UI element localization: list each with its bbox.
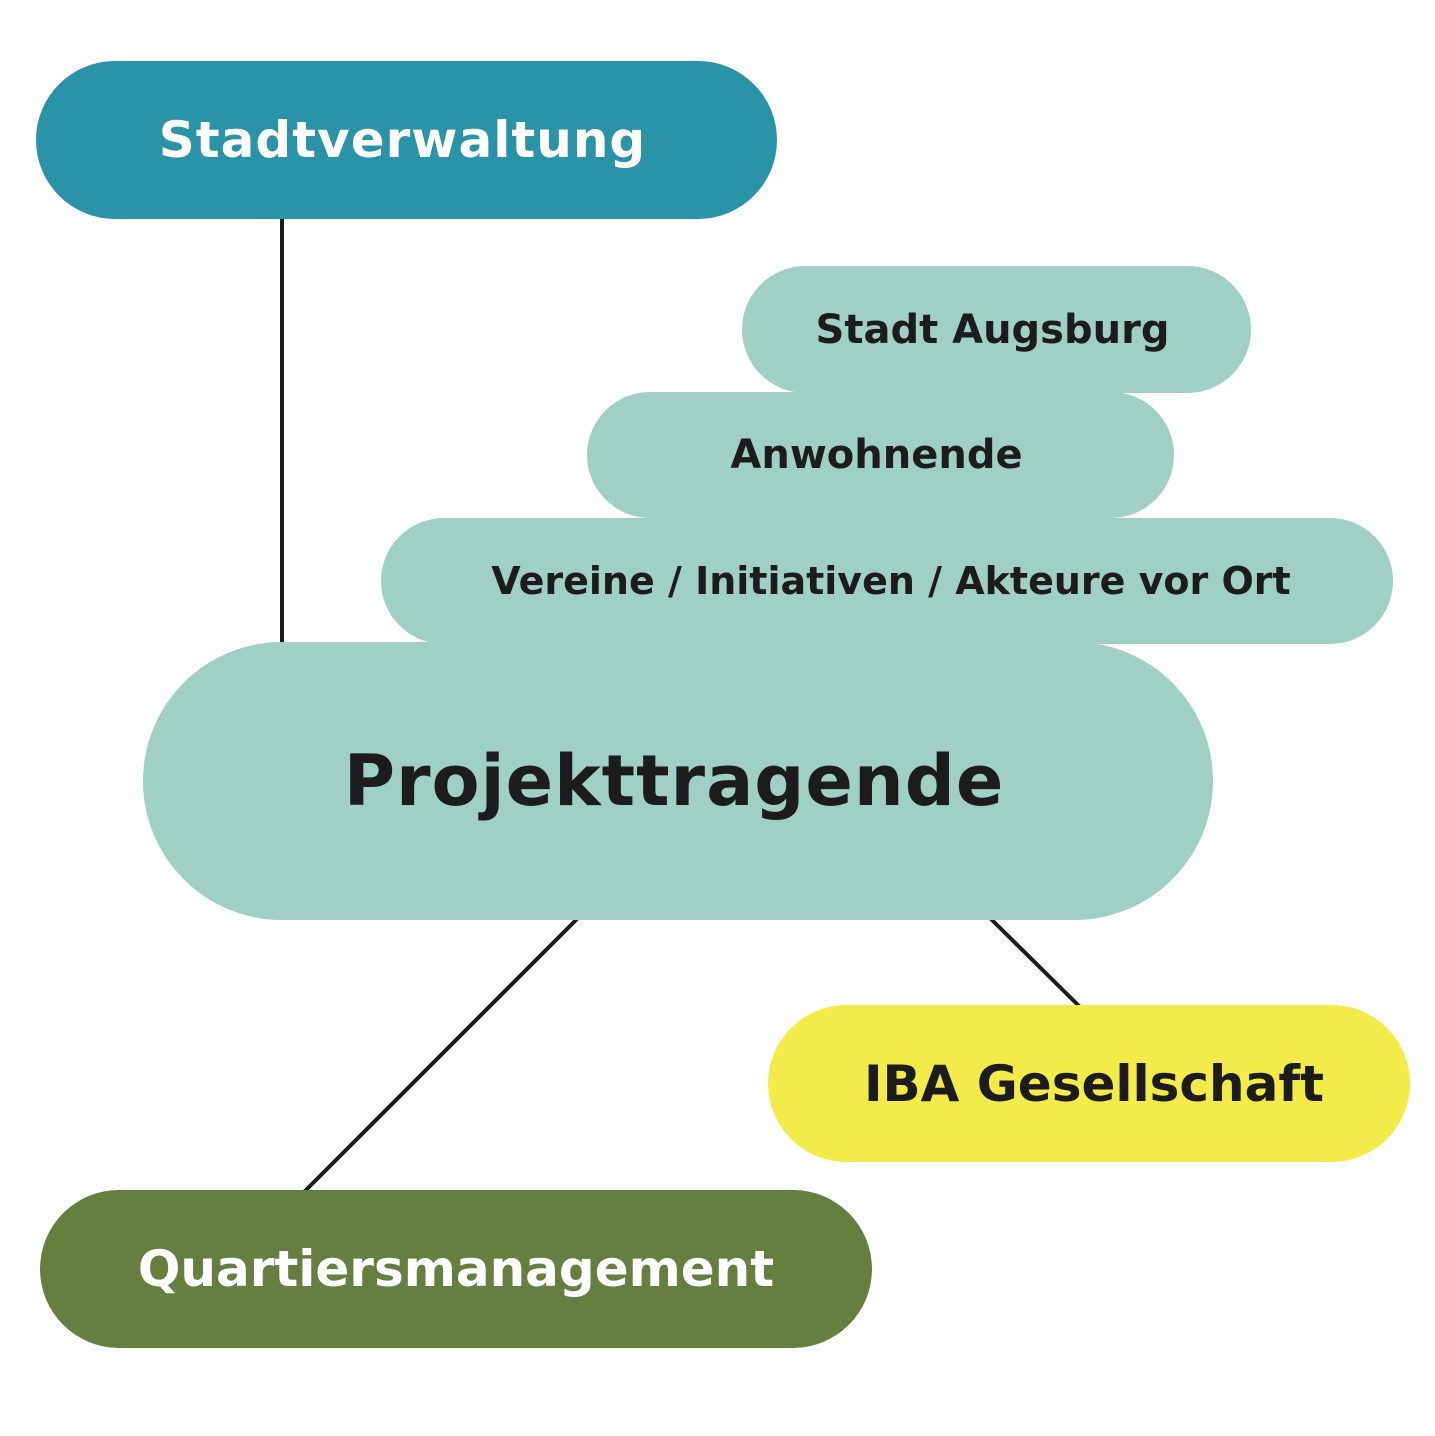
node-stadtverwaltung: Stadtverwaltung <box>36 61 777 219</box>
node-projekttragende: Projekttragende <box>143 642 1213 920</box>
node-iba-gesellschaft-label: IBA Gesellschaft <box>863 1054 1325 1113</box>
node-projekttragende-label: Projekttragende <box>343 740 1005 822</box>
edge-projekttragende-iba <box>988 916 1082 1009</box>
node-quartiersmanagement-label: Quartiersmanagement <box>137 1240 775 1298</box>
node-stadt-augsburg-label: Stadt Augsburg <box>815 306 1170 353</box>
node-quartiersmanagement: Quartiersmanagement <box>40 1190 872 1348</box>
edge-projekttragende-quartiersmanagement <box>302 916 580 1194</box>
node-anwohnende-label: Anwohnende <box>730 432 1023 478</box>
node-anwohnende: Anwohnende <box>587 392 1174 518</box>
node-stadt-augsburg: Stadt Augsburg <box>742 266 1251 393</box>
node-iba-gesellschaft: IBA Gesellschaft <box>768 1005 1410 1162</box>
node-vereine-initiativen-akteure: Vereine / Initiativen / Akteure vor Ort <box>381 518 1393 644</box>
node-stadtverwaltung-label: Stadtverwaltung <box>158 111 647 169</box>
node-vereine-label: Vereine / Initiativen / Akteure vor Ort <box>491 559 1291 603</box>
